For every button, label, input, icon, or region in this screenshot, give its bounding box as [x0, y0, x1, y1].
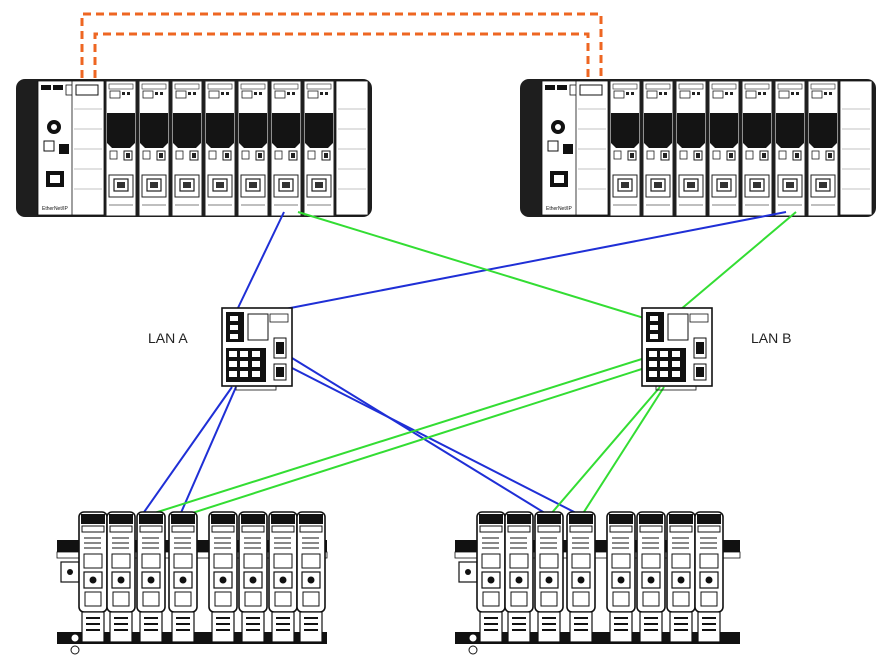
- lan-a-label: LAN A: [148, 330, 188, 346]
- switch-lan-a: [221, 307, 293, 391]
- lan-a-links: [141, 211, 787, 516]
- io-rack-left: [56, 511, 328, 655]
- switch-lan-b: [641, 307, 713, 391]
- lan-b-label: LAN B: [751, 330, 792, 346]
- module-label: EtherNet/IP: [546, 206, 573, 212]
- controller-chassis-left: EtherNet/IP: [16, 79, 372, 217]
- lan-b-links: [147, 211, 797, 516]
- io-rack-right: [454, 511, 741, 655]
- controller-chassis-right: EtherNet/IP: [520, 79, 876, 217]
- redundancy-link: [80, 12, 603, 78]
- module-label: EtherNet/IP: [42, 206, 69, 212]
